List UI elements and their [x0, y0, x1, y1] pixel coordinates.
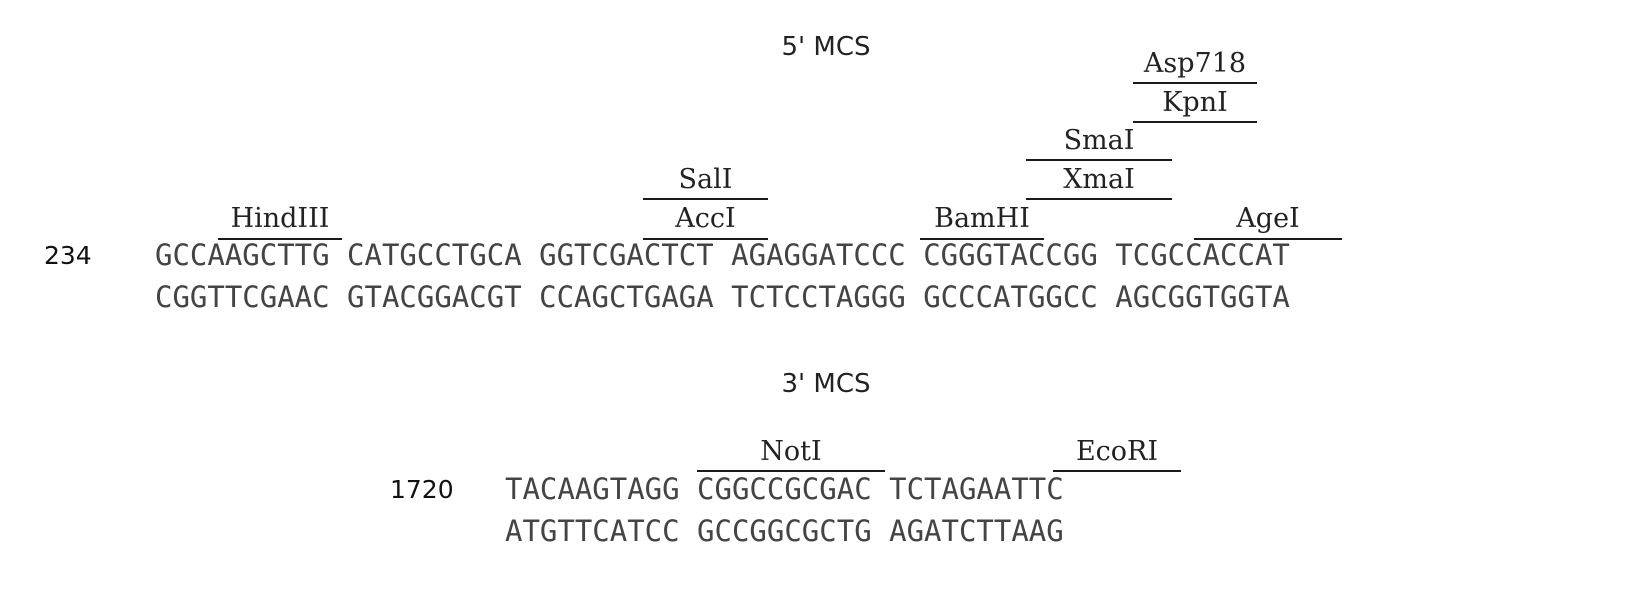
three-prime-top-strand: TACAAGTAGG CGGCCGCGAC TCTAGAATTC: [505, 472, 1064, 506]
site-bar-kpni: [1133, 121, 1257, 123]
five-prime-bottom-strand: CGGTTCGAAC GTACGGACGT CCAGCTGAGA TCTCCTA…: [155, 280, 1290, 314]
site-label-xmai: XmaI: [1063, 164, 1135, 195]
site-bar-smai: [1026, 159, 1172, 161]
five-prime-position-number: 234: [44, 241, 92, 270]
site-bar-acci: [643, 238, 768, 240]
site-bar-hindiii: [218, 238, 342, 240]
five-prime-mcs-heading: 5' MCS: [781, 32, 871, 62]
three-prime-mcs-heading: 3' MCS: [781, 369, 871, 399]
site-label-noti: NotI: [760, 436, 822, 467]
three-prime-bottom-strand: ATGTTCATCC GCCGGCGCTG AGATCTTAAG: [505, 514, 1064, 548]
site-bar-ecori: [1053, 470, 1181, 472]
site-label-agei: AgeI: [1236, 203, 1300, 234]
site-bar-asp718: [1133, 82, 1257, 84]
site-label-smai: SmaI: [1063, 125, 1135, 156]
five-prime-top-strand: GCCAAGCTTG CATGCCTGCA GGTCGACTCT AGAGGAT…: [155, 238, 1290, 272]
site-bar-sali: [643, 198, 768, 200]
site-bar-agei: [1194, 238, 1342, 240]
site-label-hindiii: HindIII: [230, 203, 330, 234]
site-bar-noti: [697, 470, 885, 472]
site-label-sali: SalI: [678, 164, 733, 195]
site-bar-bamhi: [920, 238, 1044, 240]
site-label-asp718: Asp718: [1143, 48, 1247, 79]
site-label-ecori: EcoRI: [1075, 436, 1159, 467]
site-label-acci: AccI: [675, 203, 736, 234]
site-bar-xmai: [1026, 198, 1172, 200]
site-label-kpni: KpnI: [1162, 87, 1228, 118]
three-prime-position-number: 1720: [390, 475, 454, 504]
site-label-bamhi: BamHI: [934, 203, 1030, 234]
